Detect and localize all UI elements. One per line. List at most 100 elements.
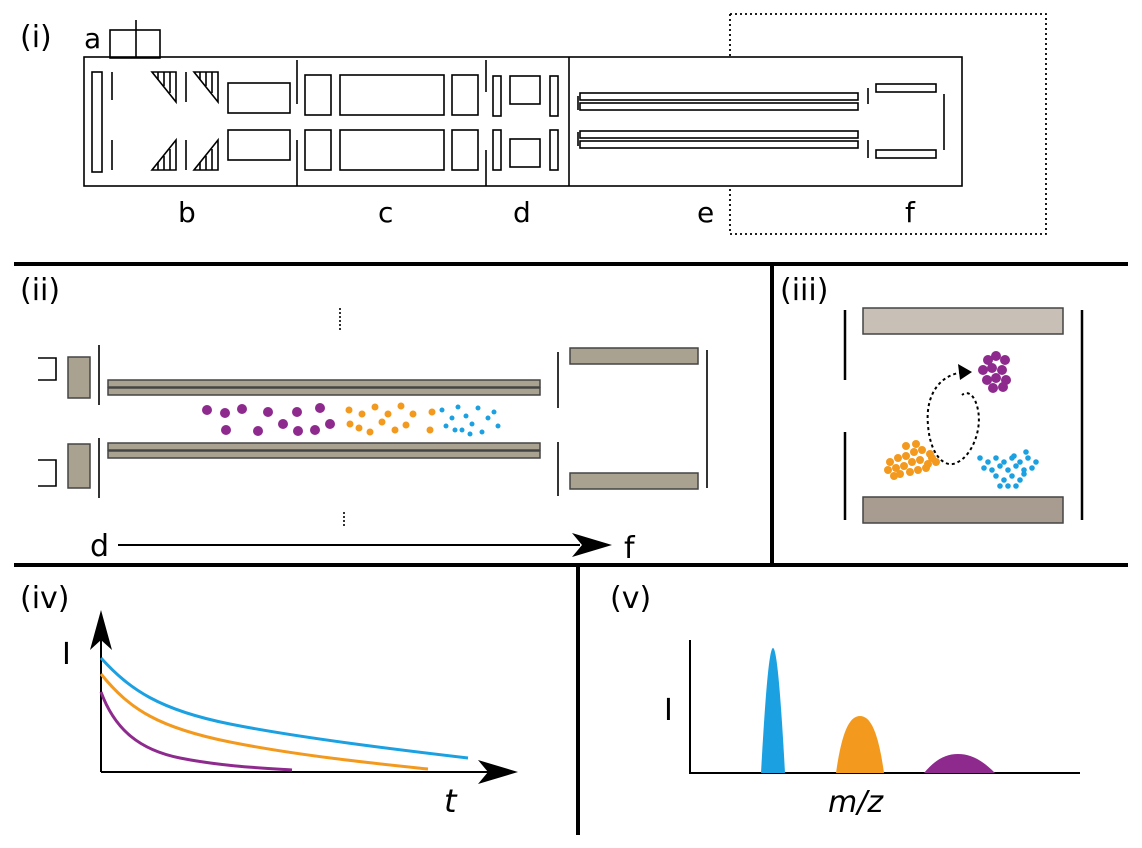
ion-blue — [1011, 453, 1017, 459]
section-e-label: e — [697, 196, 714, 229]
quadrupole-c — [304, 74, 479, 171]
ion-blue — [1023, 449, 1029, 455]
ion-orange — [884, 466, 892, 474]
ion-blue — [1005, 467, 1011, 473]
ion-blue — [443, 423, 449, 429]
ion-blue — [1013, 463, 1019, 469]
ion-orange — [892, 464, 900, 472]
ion-orange — [384, 410, 392, 418]
path-end-label: f — [624, 531, 636, 566]
y-axis-label: I — [62, 637, 71, 672]
ion-orange — [914, 466, 922, 474]
ion-purple — [278, 419, 288, 429]
ion-orange — [366, 428, 374, 436]
ion-blue — [467, 431, 473, 437]
ion-blue — [1021, 471, 1027, 477]
ion-blue — [981, 465, 987, 471]
ion-blue — [449, 415, 455, 421]
panel-iv: (iv) I t — [20, 581, 518, 820]
ion-orange — [426, 426, 434, 434]
ion-blue — [439, 407, 445, 413]
ion-blue — [993, 473, 999, 479]
section-a-label: a — [84, 22, 101, 55]
analyser-f — [867, 83, 945, 159]
orbitrap-electrode-bottom — [862, 496, 1064, 524]
section-f-label: f — [905, 196, 916, 229]
ion-orange — [402, 421, 410, 429]
ion-purple — [202, 405, 212, 415]
panel-iii: (iii) — [780, 273, 1084, 524]
ion-orange — [908, 458, 916, 466]
ion-blue — [989, 467, 995, 473]
ion-purple — [991, 373, 1001, 383]
decay-curve-blue — [99, 656, 469, 760]
ion-orange — [391, 426, 399, 434]
rod-upper-1 — [107, 379, 541, 388]
orbitrap-electrode-top — [862, 307, 1064, 335]
ion-blue — [1021, 467, 1027, 473]
ion-blue — [1001, 477, 1007, 483]
ion-orange — [378, 418, 386, 426]
ion-orange — [928, 454, 936, 462]
arrow-right-icon — [572, 533, 612, 557]
ion-blue — [1013, 483, 1019, 489]
path-start-label: d — [90, 529, 109, 564]
ion-orange — [890, 472, 898, 480]
ion-orange — [906, 468, 914, 476]
ion-blue — [463, 413, 469, 419]
c-trap-electrode-top — [67, 356, 91, 399]
ion-funnel-b — [150, 71, 291, 171]
ion-purple — [1000, 355, 1010, 365]
ion-orange — [409, 410, 417, 418]
section-b-label: b — [178, 196, 196, 229]
ion-blue — [1025, 455, 1031, 461]
ion-purple — [982, 375, 992, 385]
y-axis-arrow-icon — [90, 610, 112, 650]
ion-orange — [902, 452, 910, 460]
ion-blue — [479, 429, 485, 435]
ion-purple — [983, 355, 993, 365]
ion-purple — [991, 351, 1001, 361]
ion-blue — [1029, 465, 1035, 471]
ion-blue — [997, 483, 1003, 489]
ion-orange — [397, 402, 405, 410]
ion-orange — [355, 424, 363, 432]
ion-blue — [452, 427, 458, 433]
ion-purple — [998, 382, 1008, 392]
ion-blue — [1001, 459, 1007, 465]
panel-v: (v) I m/z — [610, 581, 1080, 820]
ion-purple — [988, 383, 998, 393]
rod-upper-2 — [107, 387, 541, 396]
ion-blue — [977, 455, 983, 461]
ion-orbit-path — [926, 371, 980, 466]
ion-purple — [221, 425, 231, 435]
trap-electrode-bottom — [569, 472, 699, 490]
section-c-label: c — [378, 196, 393, 229]
ion-blue — [1017, 459, 1023, 465]
ion-purple — [220, 408, 230, 418]
spectrum-peaks — [761, 648, 995, 773]
ion-blue — [997, 463, 1003, 469]
orbit-arrow-icon — [958, 364, 972, 380]
ion-orange — [886, 458, 894, 466]
c-trap-electrode-bottom — [67, 443, 91, 489]
panel-ii: (ii) d f — [20, 273, 708, 566]
ion-orange — [910, 448, 918, 456]
ion-purple — [987, 363, 997, 373]
c-trap-d — [492, 75, 559, 171]
peak-purple — [924, 754, 995, 773]
ion-purple — [292, 407, 302, 417]
panel-iv-label: (iv) — [20, 581, 70, 616]
decay-curve-purple — [99, 691, 293, 772]
ion-blue — [1033, 459, 1039, 465]
panel-dividers — [14, 262, 1128, 835]
ion-blue — [485, 415, 491, 421]
ion-orange — [916, 456, 924, 464]
ion-orange — [345, 406, 353, 414]
orbiting-ion-clouds — [884, 351, 1039, 489]
ion-blue — [985, 459, 991, 465]
ion-purple — [263, 407, 273, 417]
instrument-housing — [83, 56, 963, 187]
ion-blue — [1017, 477, 1023, 483]
